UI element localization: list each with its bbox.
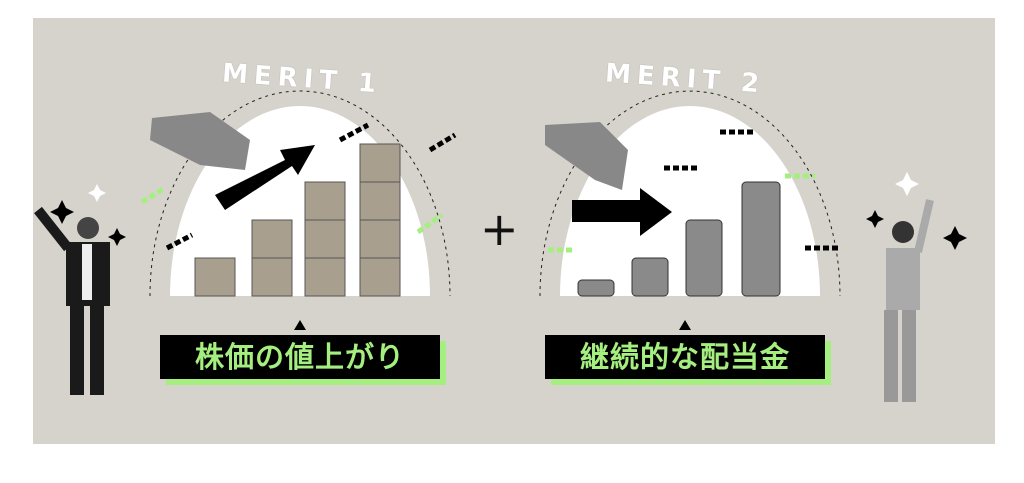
merit-1-caption: 株価の値上がり [160,335,440,379]
hand-icon [150,112,250,170]
pointer-triangle-icon [679,320,691,330]
coin-stacks-icon [577,181,781,297]
plus-sign: + [480,202,519,256]
businessman-figure [34,206,110,395]
dashed-arrows [165,122,838,251]
merit-2-caption: 継続的な配当金 [545,335,825,379]
dotted-arc-left [149,90,451,297]
businesswoman-figure [884,199,934,402]
sparkle-icons-white [88,172,919,202]
wooden-blocks-icon [194,143,401,297]
sparkle-icons [50,200,967,250]
dotted-arc-right [539,90,841,297]
right-arrow-icon [572,188,672,236]
hand-icon [545,122,628,190]
pointer-triangle-icon [294,320,306,330]
up-arrow-icon [215,145,315,210]
green-dashed-arrows [140,173,815,253]
